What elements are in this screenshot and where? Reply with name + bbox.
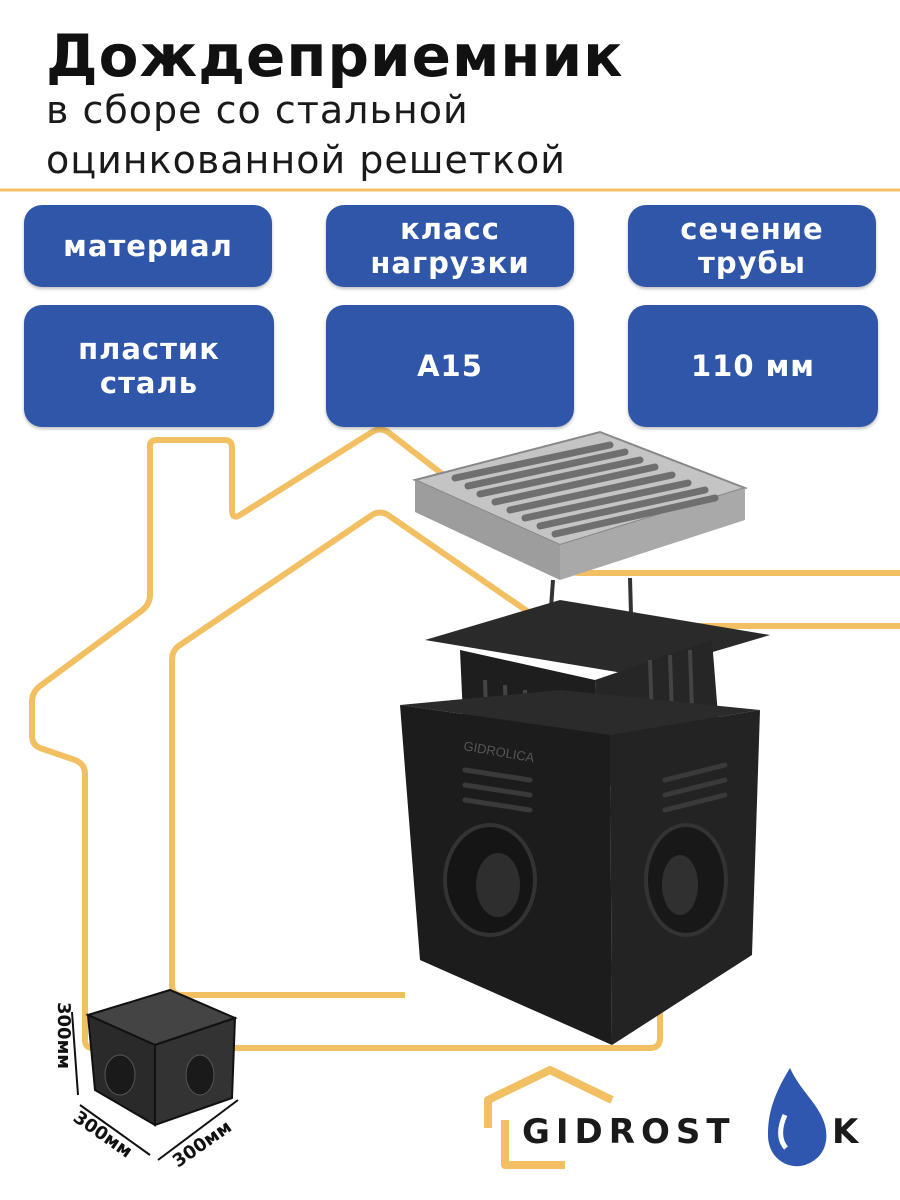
steel-grate: [411, 430, 749, 580]
spec-value-load-class: А15: [326, 305, 574, 427]
spec-value-material: пластик сталь: [24, 305, 274, 427]
height-dimension-line: [71, 1011, 79, 1096]
page-subtitle-line-1: в сборе со стальной: [46, 88, 469, 132]
house-outline-outer-body: [29, 445, 663, 1051]
water-drop-icon: [768, 1068, 827, 1167]
page-subtitle-line-2: оцинкованной решеткой: [46, 138, 566, 182]
spec-label-load-class: класс нагрузки: [326, 205, 574, 287]
spec-label-material: материал: [24, 205, 272, 287]
width-dimension-line: [157, 1099, 239, 1161]
small-drain-icon: [85, 988, 238, 1127]
spec-value-pipe-section: 110 мм: [628, 305, 878, 427]
depth-dimension-line: [79, 1104, 151, 1156]
page-title: Дождеприемник: [46, 22, 624, 90]
water-drop-highlight: [778, 1113, 789, 1150]
logo-text-right: K: [832, 1112, 860, 1152]
drain-body: [400, 690, 760, 1045]
house-logo-icon: [484, 1066, 614, 1169]
spec-label-pipe-section: сечение трубы: [628, 205, 876, 287]
height-dimension-label: 300мм: [53, 1002, 74, 1069]
logo-text-left: GIDROST: [522, 1112, 736, 1152]
